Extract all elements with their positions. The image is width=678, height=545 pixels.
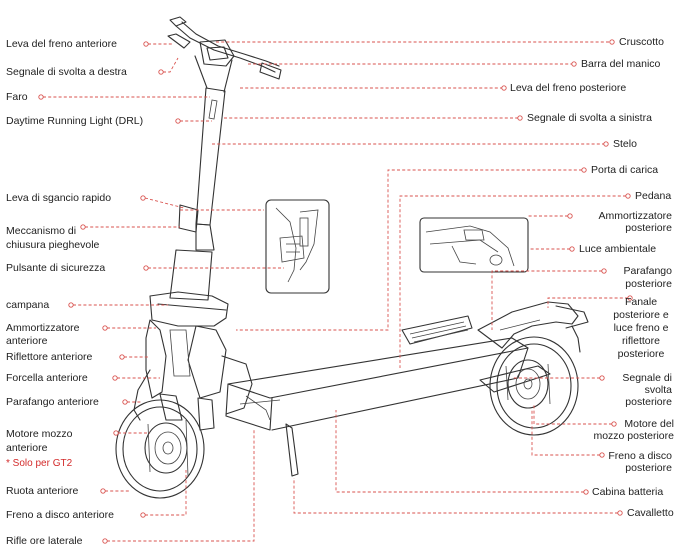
label-rear-brake-lever: Leva del freno posteriore — [510, 82, 626, 94]
label-drl: Daytime Running Light (DRL) — [6, 115, 143, 127]
label-handlebar: Barra del manico — [581, 58, 660, 70]
label-safety-button: Pulsante di sicurezza — [6, 262, 105, 274]
folding-mechanism-inset — [266, 200, 329, 293]
label-front-hub-motor: Motore mozzo anteriore — [6, 427, 73, 455]
label-quick-release-lever: Leva di sgancio rapido — [6, 192, 111, 204]
label-front-shock-absorber: Ammortizzatore anteriore — [6, 322, 80, 348]
label-charging-port: Porta di carica — [591, 164, 658, 176]
label-stem: Stelo — [613, 138, 637, 150]
label-battery-compartment: Cabina batteria — [592, 486, 663, 498]
label-dashboard: Cruscotto — [619, 36, 664, 48]
label-footboard: Pedana — [635, 190, 671, 202]
label-rear-turn-signal: Segnale di svolta posteriore — [604, 372, 672, 408]
label-rear-disc-brake: Freno a disco posteriore — [592, 450, 672, 474]
front-suspension-drawing — [134, 292, 252, 430]
label-kickstand: Cavalletto — [627, 507, 674, 519]
label-rear-shock-absorber: Ammortizzatore posteriore — [574, 210, 672, 234]
kickstand-drawing — [286, 424, 298, 476]
label-folding-lock-mechanism: Meccanismo di chiusura pieghevole — [6, 224, 99, 252]
label-side-reflector: Rifle ore laterale — [6, 535, 82, 545]
label-bell: campana — [6, 299, 49, 311]
label-front-wheel: Ruota anteriore — [6, 485, 78, 497]
label-front-fender: Parafango anteriore — [6, 396, 99, 408]
rear-body-drawing — [478, 302, 588, 392]
label-front-reflector: Riflettore anteriore — [6, 351, 92, 363]
label-ambient-light: Luce ambientale — [579, 243, 656, 255]
label-right-turn-signal: Segnale di svolta a destra — [6, 66, 127, 78]
label-front-fork: Forcella anteriore — [6, 372, 88, 384]
label-tail-light: Fanale posteriore e luce freno e riflett… — [606, 296, 676, 361]
rear-suspension-inset — [420, 218, 528, 272]
label-front-disc-brake: Freno a disco anteriore — [6, 509, 114, 521]
label-headlight: Faro — [6, 91, 28, 103]
label-front-brake-lever: Leva del freno anteriore — [6, 38, 117, 50]
front-wheel-drawing — [116, 400, 204, 498]
rear-wheel-drawing — [490, 337, 578, 435]
label-gt2-only-note: * Solo per GT2 — [6, 458, 72, 470]
label-rear-hub-motor: Motore del mozzo posteriore — [582, 418, 674, 442]
label-left-turn-signal: Segnale di svolta a sinistra — [527, 112, 652, 124]
handlebar-drawing — [168, 17, 281, 92]
label-rear-fender: Parafango posteriore — [600, 265, 672, 291]
